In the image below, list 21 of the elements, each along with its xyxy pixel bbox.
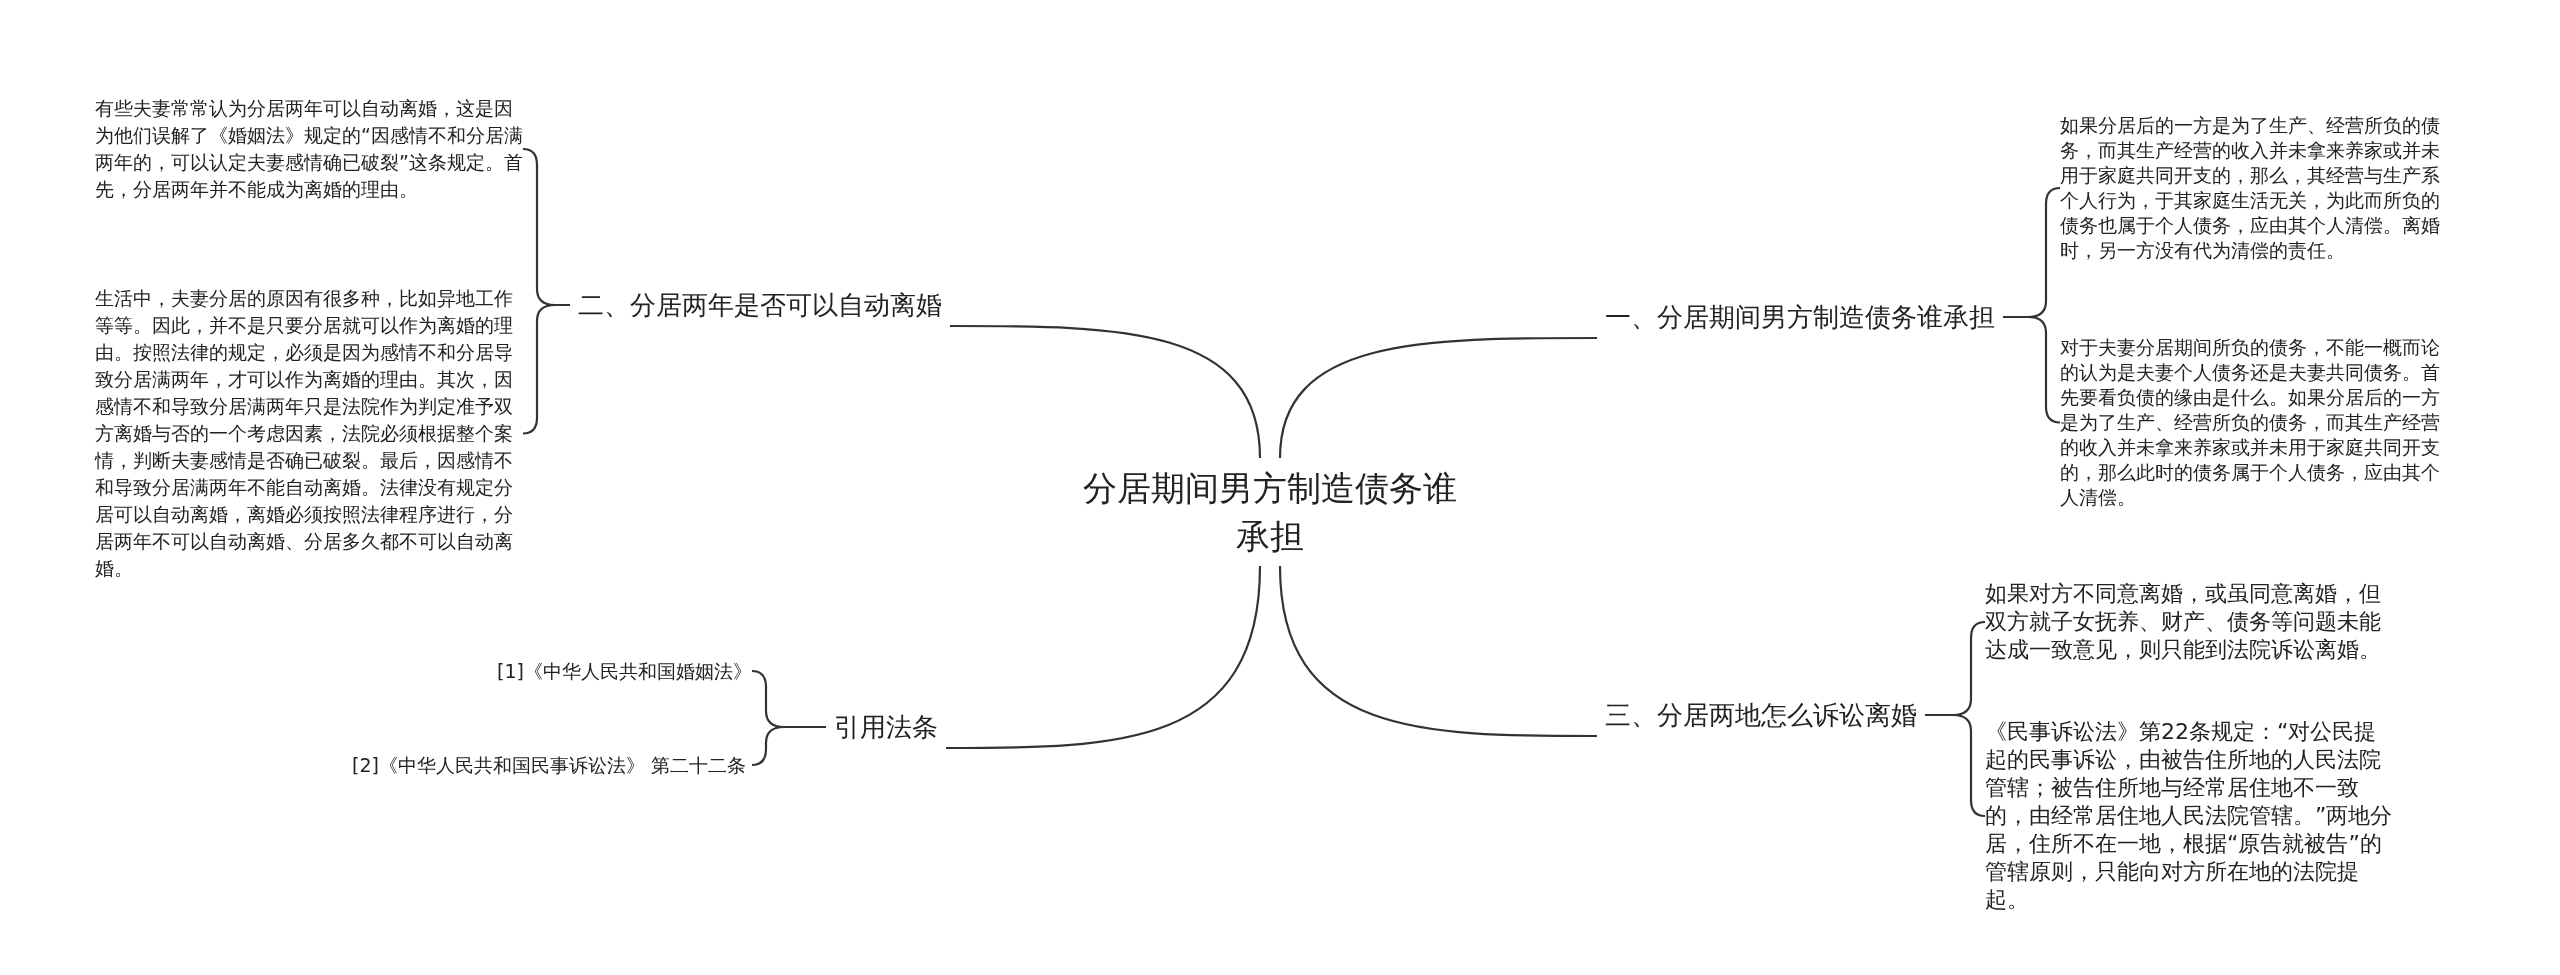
note-text: [1]《中华人民共和国婚姻法》 [430,658,752,684]
central-topic: 分居期间男方制造债务谁承担 [1070,458,1470,566]
branch-topic: 三、分居两地怎么诉讼离婚 [1597,694,1925,736]
note-text: 如果分居后的一方是为了生产、经营所负的债务，而其生产经营的收入并未拿来养家或并未用于家庭共同开支的，那么，其经营与生产系个人行为，于其家庭生活无关，为此而所负的债务也属于个人债务，应由其个人清偿。离婚时，另一方没有代为清偿的责任。 [2060,113,2455,263]
connector-line [1925,713,1986,818]
connector-line [1278,336,1597,459]
note-text: 生活中，夫妻分居的原因有很多种，比如异地工作等等。因此，并不是只要分居就可以作为离婚的理由。按照法律的规定，必须是因为感情不和分居导致分居满两年，才可以作为离婚的理由。其次，因感情不和导致分居满两年只是法院作为判定准予双方离婚与否的一个考虑因素，法院必须根据整个案情，判断夫妻感情是否确已破裂。最后，因感情不和导致分居满两年不能自动离婚。法律没有规定分居可以自动离婚，离婚必须按照法律程序进行，分居两年不可以自动离婚、分居多久都不可以自动离婚。 [95,285,523,582]
note-text: 如果对方不同意离婚，或虽同意离婚，但双方就子女抚养、财产、债务等问题未能达成一致意见，则只能到法院诉讼离婚。 [1985,580,2395,664]
branch-topic: 一、分居期间男方制造债务谁承担 [1597,296,2003,338]
connector-line [522,303,570,435]
connector-line [1278,565,1597,738]
note-text: [2]《中华人民共和国民事诉讼法》 第二十二条 [352,752,752,778]
connector-line [751,725,826,767]
branch-topic: 引用法条 [826,706,946,748]
note-text: 对于夫妻分居期间所负的债务，不能一概而论的认为是夫妻个人债务还是夫妻共同债务。首先要看负债的缘由是什么。如果分居后的一方是为了生产、经营所负的债务，而其生产经营的收入并未拿来养家或并未用于家庭共同开支的，那么此时的债务属于个人债务，应由其个人清偿。 [2060,335,2455,510]
note-text: 《民事诉讼法》第22条规定：“对公民提起的民事诉讼，由被告住所地的人民法院管辖；被告住所地与经常居住地不一致的，由经常居住地人民法院管辖。”两地分居，住所不在一地，根据“原告就被告”的管辖原则，只能向对方所在地的法院提起。 [1985,718,2395,914]
note-text: 有些夫妻常常认为分居两年可以自动离婚，这是因为他们误解了《婚姻法》规定的“因感情不和分居满两年的，可以认定夫妻感情确已破裂”这条规定。首先，分居两年并不能成为离婚的理由。 [95,95,523,203]
connector-line [950,324,1262,459]
connector-line [946,565,1262,750]
branch-topic: 二、分居两年是否可以自动离婚 [570,284,950,326]
connector-line [2003,315,2061,424]
